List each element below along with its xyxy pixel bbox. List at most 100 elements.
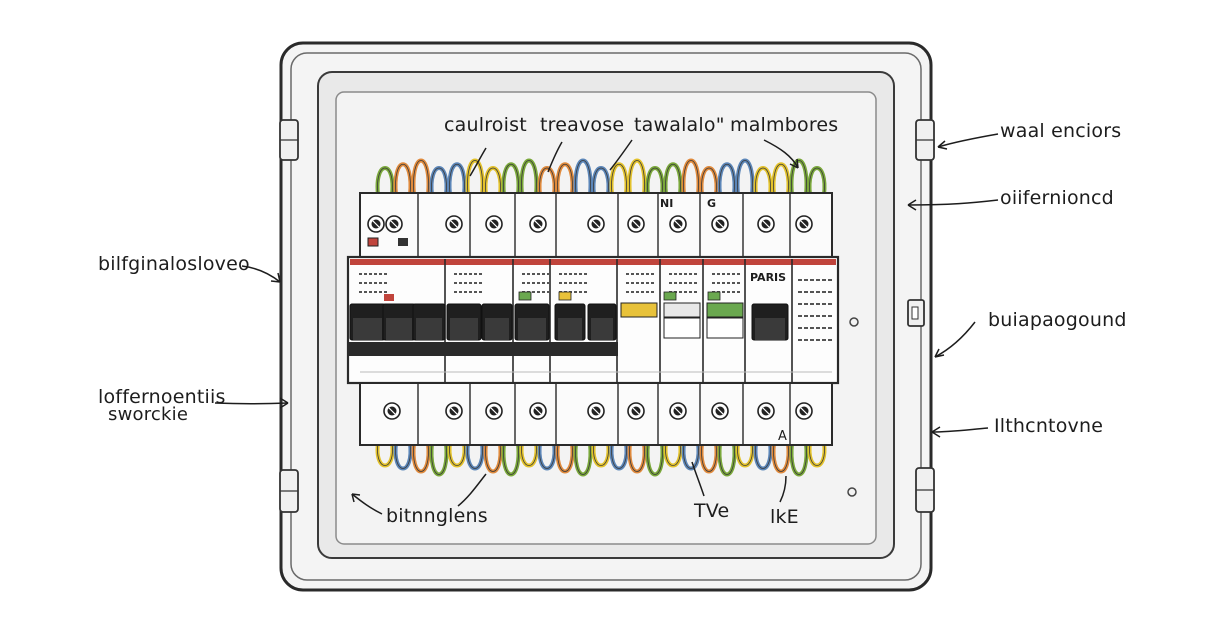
wire-outline xyxy=(683,442,699,469)
breaker-handle-bar xyxy=(348,342,618,356)
wire-outline xyxy=(377,167,393,196)
module-letter-a: A xyxy=(778,429,787,444)
label-top-1: caulroist xyxy=(444,114,527,136)
screw-hole-right-mid xyxy=(849,317,859,327)
status-green xyxy=(663,291,677,301)
screw-slot xyxy=(716,220,724,228)
screw-slot xyxy=(534,220,542,228)
wire-outline xyxy=(701,167,717,196)
wire-outline xyxy=(395,442,411,469)
wire-outline xyxy=(719,164,735,196)
wire-outline xyxy=(503,164,519,196)
wire-outline xyxy=(737,442,753,466)
hinge-right-top xyxy=(915,119,935,161)
module-g-label: G xyxy=(707,197,716,210)
latch-right xyxy=(907,299,925,327)
wire-outline xyxy=(809,442,825,466)
screw-slot xyxy=(800,220,808,228)
breaker-toggle-face xyxy=(518,318,546,340)
wire-outline xyxy=(521,442,537,466)
wire-outline xyxy=(773,442,789,472)
wire-outline xyxy=(485,167,501,196)
terminal-row-bottom xyxy=(359,382,833,446)
screw-slot xyxy=(762,220,770,228)
wire-outline xyxy=(413,442,429,472)
label-bottom-3: lkE xyxy=(770,506,799,528)
wire-outline xyxy=(773,164,789,196)
wire-outline xyxy=(539,167,555,196)
breaker-toggle-face xyxy=(450,318,478,340)
wire-outline xyxy=(539,442,555,469)
wire-outline xyxy=(467,442,483,469)
wire-outline xyxy=(449,442,465,466)
breaker-toggle-face xyxy=(416,318,442,340)
label-left-1: bilfginalosloveo xyxy=(98,253,250,275)
screw-slot xyxy=(592,220,600,228)
status-green xyxy=(518,291,532,301)
breaker-toggle-face xyxy=(386,318,412,340)
wire-outline xyxy=(449,164,465,196)
breaker-toggle-face xyxy=(755,318,785,340)
label-top-4: malmbores xyxy=(730,114,839,136)
wire-outline xyxy=(593,442,609,466)
wire-outline xyxy=(647,442,663,475)
label-left-2-line1: loffernoentiis xyxy=(98,386,226,408)
screw-slot xyxy=(388,407,396,415)
screw-slot xyxy=(534,407,542,415)
wire-outline xyxy=(575,442,591,475)
indicator-red xyxy=(367,237,379,247)
terminal-row-top xyxy=(359,192,833,258)
breaker-toggle-green xyxy=(706,302,744,318)
label-right-3: buiapaogound xyxy=(988,309,1127,331)
wire-outline xyxy=(755,442,771,469)
label-top-3: tawalalo" xyxy=(634,114,725,136)
screw-slot xyxy=(632,407,640,415)
label-right-2: oiifernioncd xyxy=(1000,187,1114,209)
screw-slot xyxy=(390,220,398,228)
breaker-row xyxy=(346,255,840,385)
wire-loops-bottom xyxy=(375,441,827,477)
module-ni-label: NI xyxy=(660,197,673,210)
wire-outline xyxy=(683,160,699,196)
wire-outline xyxy=(431,167,447,196)
wire-loops-top xyxy=(375,158,827,197)
wire-outline xyxy=(701,442,717,472)
screw-slot xyxy=(632,220,640,228)
wire-outline xyxy=(413,160,429,196)
wire-outline xyxy=(665,442,681,466)
wire-outline xyxy=(467,160,483,196)
status-green xyxy=(707,291,721,301)
breaker-toggle-body xyxy=(663,317,701,339)
screw-slot xyxy=(716,407,724,415)
breaker-toggle-face xyxy=(353,318,382,340)
status-red xyxy=(384,294,394,301)
wire-outline xyxy=(611,442,627,469)
breaker-toggle-face xyxy=(591,318,613,340)
label-bottom-1: bitnnglens xyxy=(386,505,488,527)
wire-outline xyxy=(395,164,411,196)
wire-outline xyxy=(557,442,573,472)
screw-slot xyxy=(592,407,600,415)
indicator-dark xyxy=(398,238,408,246)
breaker-top-stripe xyxy=(350,259,836,265)
wire-outline xyxy=(629,442,645,472)
module-brand-label: PARIS xyxy=(750,271,786,284)
wire-outline xyxy=(503,442,519,475)
screw-slot xyxy=(674,220,682,228)
wire-outline xyxy=(737,160,753,196)
hinge-left-bottom xyxy=(279,469,299,513)
wire-outline xyxy=(719,442,735,475)
breaker-toggle-face xyxy=(558,318,582,340)
screw-slot xyxy=(450,407,458,415)
wire-outline xyxy=(665,164,681,196)
wire-outline xyxy=(575,160,591,196)
wire-outline xyxy=(431,442,447,475)
screw-slot xyxy=(762,407,770,415)
wire-outline xyxy=(377,442,393,466)
screw-slot xyxy=(800,407,808,415)
wire-outline xyxy=(557,164,573,196)
breaker-toggle-body xyxy=(706,317,744,339)
wire-outline xyxy=(593,167,609,196)
breaker-toggle-face xyxy=(485,318,509,340)
